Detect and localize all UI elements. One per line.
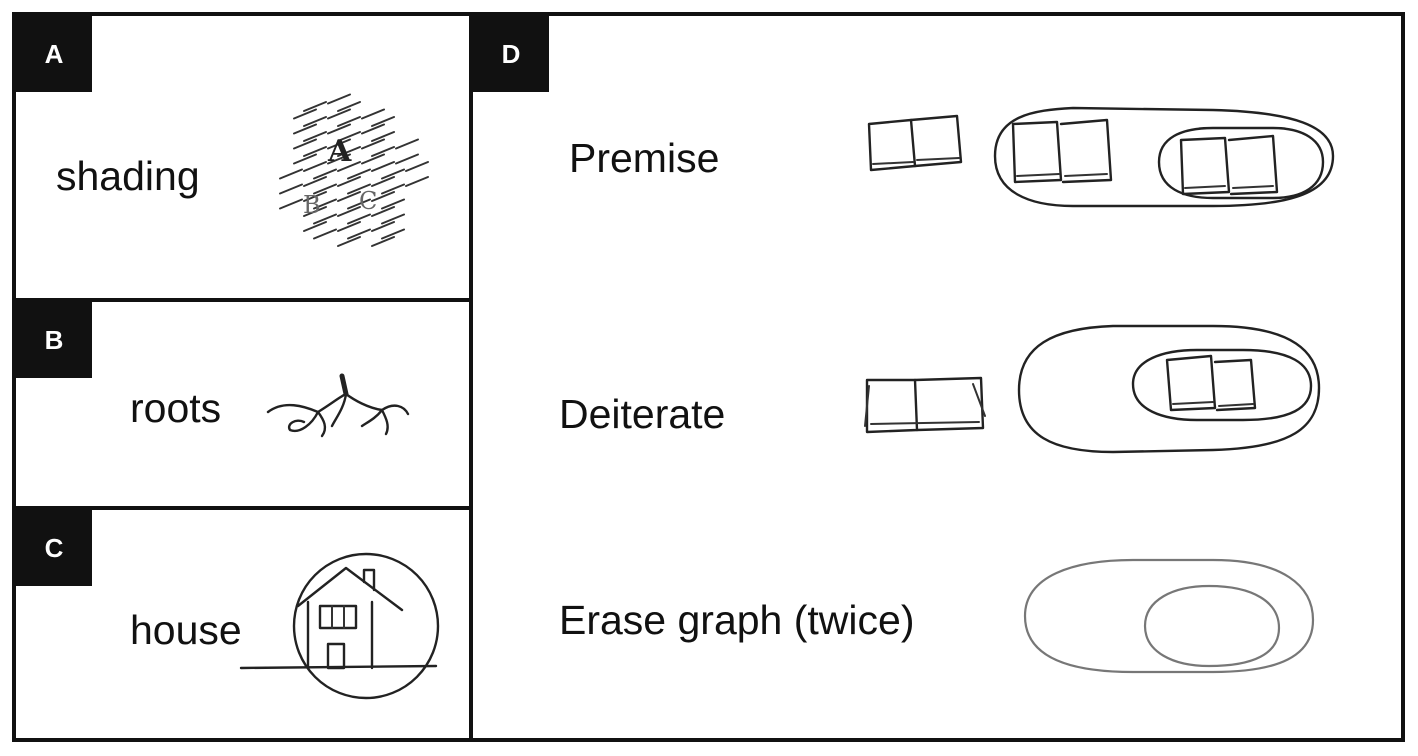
hatch-stroke — [371, 176, 395, 187]
hatch-stroke — [337, 221, 361, 232]
panel-c-tag: C — [16, 510, 92, 586]
hatch-stroke — [371, 161, 395, 172]
hatch-stroke — [313, 183, 337, 195]
hatch-stroke — [337, 236, 361, 247]
hatch-stroke — [303, 101, 327, 112]
hatch-stroke — [327, 153, 351, 165]
hatch-stroke — [293, 153, 317, 165]
hatch-stroke — [347, 168, 371, 180]
hatch-stroke — [337, 176, 361, 187]
hatch-stroke — [313, 228, 337, 240]
shading-sketch: A B C — [279, 93, 429, 247]
hatch-stroke — [303, 191, 327, 202]
hatch-stroke — [347, 198, 371, 210]
hatch-stroke — [293, 138, 317, 150]
hatch-stroke — [293, 108, 317, 120]
hatch-stroke — [337, 161, 361, 172]
hatch-stroke — [371, 116, 395, 127]
hatch-stroke — [313, 198, 337, 210]
hatch-stroke — [313, 168, 337, 180]
hatch-stroke — [337, 101, 361, 112]
deiterate-sketch — [864, 324, 1321, 454]
hatch-stroke — [303, 206, 327, 217]
panel-d-tag: D — [473, 16, 549, 92]
hatch-stroke — [371, 236, 395, 247]
erase-graph-label: Erase graph (twice) — [559, 597, 915, 643]
premise-label: Premise — [569, 135, 720, 181]
panel-a: A shading A B C — [12, 12, 473, 302]
hatch-stroke — [361, 153, 385, 165]
roots-sketch — [266, 373, 410, 438]
panel-b-label: roots — [130, 385, 222, 431]
house-sketch — [239, 552, 440, 700]
hatch-stroke — [405, 176, 429, 187]
hatch-stroke — [347, 183, 371, 195]
hatch-stroke — [303, 146, 327, 157]
deiterate-label: Deiterate — [559, 391, 726, 437]
hatch-stroke — [279, 168, 303, 180]
premise-sketch — [867, 106, 1335, 208]
hatch-stroke — [337, 206, 361, 217]
hatch-stroke — [381, 198, 405, 210]
hatch-stroke — [381, 213, 405, 225]
hatch-stroke — [347, 228, 371, 240]
shading-letter-a: A — [327, 134, 352, 169]
shading-letter-c: C — [359, 187, 377, 215]
shading-letter-b: B — [303, 191, 321, 219]
hatch-stroke — [293, 123, 317, 135]
hatch-stroke — [279, 183, 303, 195]
panel-b-tag: B — [16, 302, 92, 378]
hatch-stroke — [313, 213, 337, 225]
hatch-stroke — [395, 138, 419, 150]
hatch-stroke — [361, 138, 385, 150]
hatch-stroke — [327, 123, 351, 135]
hatch-stroke — [337, 146, 361, 157]
graph-sketches — [864, 106, 1335, 674]
hatch-stroke — [337, 116, 361, 127]
hatch-stroke — [371, 206, 395, 217]
hatch-stroke — [303, 131, 327, 142]
panel-c: C house — [12, 506, 473, 742]
hatch-stroke — [327, 108, 351, 120]
hatch-stroke — [371, 131, 395, 142]
hatch-stroke — [381, 228, 405, 240]
hatch-stroke — [371, 146, 395, 157]
hatch-stroke — [303, 221, 327, 232]
erase-sketch — [1023, 558, 1315, 674]
hatch-stroke — [361, 108, 385, 120]
hatch-stroke — [405, 161, 429, 172]
hatch-stroke — [303, 116, 327, 127]
hatch-stroke — [279, 198, 303, 210]
hatch-stroke — [337, 191, 361, 202]
panel-d: D Premise Deiterate Erase graph (twice) — [469, 12, 1405, 742]
hatch-stroke — [327, 138, 351, 150]
panel-a-label: shading — [56, 153, 200, 199]
panel-c-label: house — [130, 607, 242, 653]
panel-a-tag: A — [16, 16, 92, 92]
hatch-stroke — [381, 183, 405, 195]
hatch-stroke — [371, 221, 395, 232]
hatch-stroke — [395, 153, 419, 165]
hatch-stroke — [371, 191, 395, 202]
hatch-stroke — [337, 131, 361, 142]
hatch-stroke — [381, 168, 405, 180]
hatch-stroke — [347, 213, 371, 225]
hatch-stroke — [303, 161, 327, 172]
hatch-stroke — [327, 93, 351, 105]
hatch-stroke — [303, 176, 327, 187]
hatch-stroke — [361, 123, 385, 135]
panel-b: B roots — [12, 298, 473, 510]
